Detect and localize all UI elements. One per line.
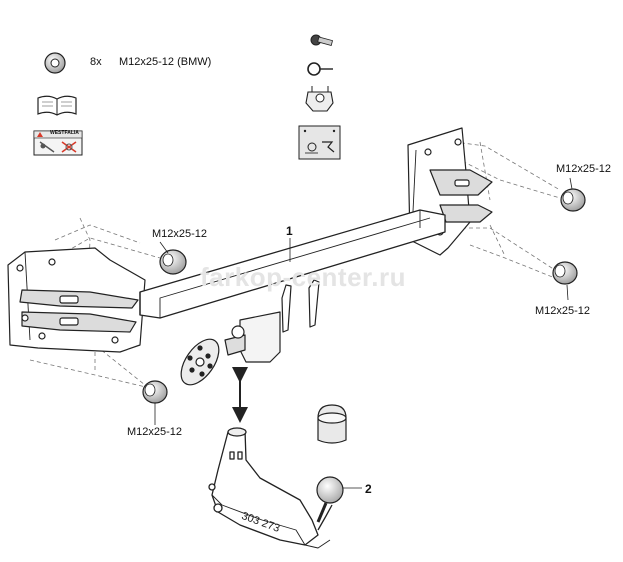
left-mounting-bracket [7,247,146,353]
nut-spec-label: M12x25-12 (BMW) [119,56,212,68]
callout-nut-right-lower: M12x25-12 [535,305,591,317]
ball-neck-receiver [180,279,320,386]
nut-right-upper [560,188,586,212]
crossbar [139,209,446,319]
ball-neck [208,427,333,549]
tow-ball [316,476,344,523]
manual-book-icon [37,95,77,116]
warning-sticker-text: WESTFALIA [50,130,79,136]
watermark: farkop-center.ru [200,262,406,292]
nut-kit-icon [44,52,66,74]
nut-left-lower [142,380,168,404]
nut-right-lower [552,261,578,285]
nut-quantity-label: 8x [90,56,102,68]
socket-cover-icon [305,86,334,112]
nut-left-upper [159,249,187,275]
instruction-plate-icon [298,125,341,160]
warning-sticker-icon [33,130,83,156]
ball-neck-part-number: 2 [365,482,372,496]
retaining-ring-icon [307,62,333,76]
leader-lines [154,177,573,489]
callout-nut-left-upper: M12x25-12 [152,228,208,240]
callout-nut-right-upper: M12x25-12 [556,163,612,175]
crossbar-part-number: 1 [286,224,293,238]
tow-ball-cap [317,404,347,444]
bolt-icon [310,34,334,46]
callout-nut-left-lower: M12x25-12 [127,426,183,438]
